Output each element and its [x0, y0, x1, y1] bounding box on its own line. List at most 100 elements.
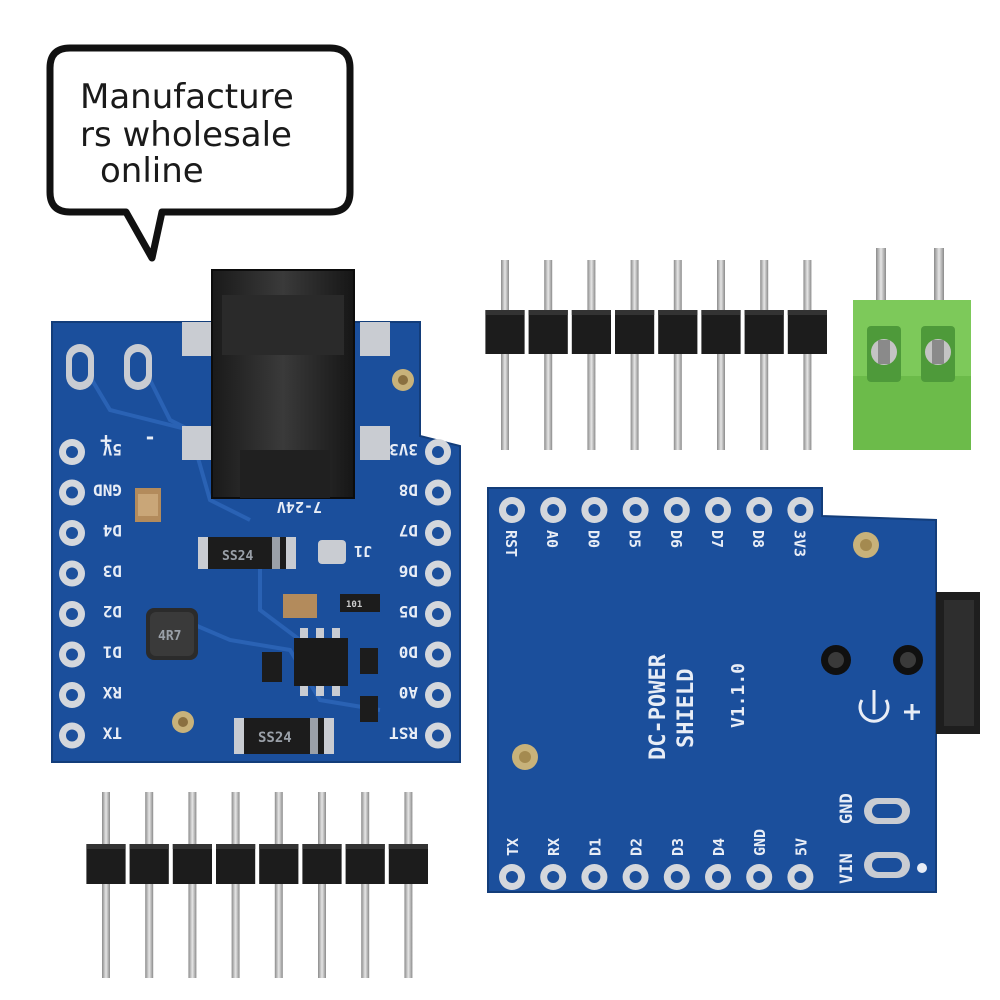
header-pin: [102, 792, 110, 978]
header-block: [86, 844, 126, 884]
header-pin: [318, 792, 326, 978]
male-pin-header-bottom: [86, 792, 428, 978]
pin-label: D1: [103, 643, 122, 662]
minus-label: -: [144, 427, 156, 451]
header-pin: [803, 260, 812, 450]
header-pin: [501, 260, 509, 450]
header-pin: [587, 260, 596, 450]
pin-label: GND: [751, 829, 769, 856]
vin-pad-label: VIN: [837, 853, 857, 884]
header-block: [345, 844, 385, 884]
header-pin: [274, 792, 283, 978]
board-title-line1: DC-POWER: [646, 653, 671, 760]
header-block: [658, 310, 698, 354]
inductor: [146, 608, 198, 660]
pin-label: D3: [669, 838, 687, 856]
plus-label: +: [100, 429, 112, 453]
resistor-label: 101: [346, 600, 362, 610]
pin-label: D3: [103, 562, 122, 581]
header-block: [615, 310, 655, 354]
smd-resistor: [340, 594, 380, 612]
pin-label: D6: [399, 562, 418, 581]
pin-label: RX: [545, 838, 563, 856]
header-block: [172, 844, 212, 884]
header-pin: [231, 792, 240, 978]
pin-label: D2: [628, 838, 646, 856]
header-pin: [361, 792, 370, 978]
header-pin: [673, 260, 682, 450]
header-block: [302, 844, 342, 884]
bubble-line-3: online: [100, 151, 204, 191]
pin-label: RST: [389, 724, 418, 743]
speech-bubble: Manufacture rs wholesale online: [46, 44, 354, 262]
male-pin-header-top: [485, 260, 827, 450]
bubble-line-1: Manufacture: [80, 77, 294, 117]
header-block: [216, 844, 256, 884]
bubble-line-2: rs wholesale: [80, 115, 292, 155]
board-version: V1.1.0: [728, 663, 749, 728]
pin-label: D5: [399, 602, 418, 621]
pin-label: 3V3: [389, 440, 418, 459]
smd-part: [318, 540, 346, 564]
header-pin: [630, 260, 639, 450]
header-block: [528, 310, 568, 354]
header-block: [485, 310, 525, 354]
voltage-label: 7-24V: [277, 498, 322, 516]
pin-label: D7: [708, 530, 726, 548]
pin-label: D7: [399, 521, 418, 540]
pin-label: TX: [504, 838, 522, 856]
pin-label: GND: [93, 481, 122, 500]
header-block: [787, 310, 827, 354]
pin-label: D0: [399, 643, 418, 662]
diode-label-top: SS24: [222, 549, 253, 564]
pin-label: D4: [103, 521, 122, 540]
right-pcb-board: DC-POWER SHIELD V1.1.0 GND VIN RST A0 D0 D5…: [487, 487, 980, 893]
smd-part: [360, 648, 378, 674]
board-title-line2: SHIELD: [674, 669, 699, 748]
pin-label: A0: [543, 530, 561, 548]
left-pcb-board: SS24 SS24 4R7 101 7-24V J1 + - 5V GND D4D3…: [51, 269, 461, 763]
header-block: [744, 310, 784, 354]
ic-chip: [294, 628, 348, 696]
header-pin: [544, 260, 553, 450]
diode-ss24-bottom: [234, 718, 334, 754]
pin-label: D4: [710, 838, 728, 856]
smd-part: [360, 696, 378, 722]
polarity-symbol: [858, 690, 920, 723]
diode-ss24-top: [198, 537, 296, 569]
pin-label: D6: [667, 530, 685, 548]
jack-label: J1: [354, 542, 372, 560]
header-block: [571, 310, 611, 354]
smd-capacitor: [283, 594, 317, 618]
pin-label: RX: [102, 683, 122, 702]
pin-label: D5: [626, 530, 644, 548]
inductor-label: 4R7: [158, 629, 181, 644]
gnd-pad-label: GND: [837, 793, 857, 824]
pin-label: RST: [502, 530, 520, 557]
pin-label: D8: [749, 530, 767, 548]
pin-label: D2: [103, 602, 122, 621]
pin-label: D1: [586, 838, 604, 856]
header-block: [701, 310, 741, 354]
right-board-pin-row-top: RST A0 D0 D5 D6 D7 D8 3V3: [499, 497, 814, 557]
header-pin: [145, 792, 154, 978]
pin-label: D0: [584, 530, 602, 548]
smd-part: [262, 652, 282, 682]
header-pin: [717, 260, 725, 450]
header-pin: [188, 792, 197, 978]
dc-barrel-jack: [182, 269, 390, 499]
header-block: [259, 844, 299, 884]
header-block: [129, 844, 169, 884]
header-pin: [760, 260, 769, 450]
pin-label: D8: [399, 481, 418, 500]
pin-label: 5V: [102, 440, 122, 459]
diode-label-bottom: SS24: [258, 730, 292, 746]
dc-jack-side: [936, 592, 980, 734]
header-block: [388, 844, 428, 884]
pin-label: 3V3: [790, 530, 808, 557]
screw-terminal: [853, 248, 971, 450]
